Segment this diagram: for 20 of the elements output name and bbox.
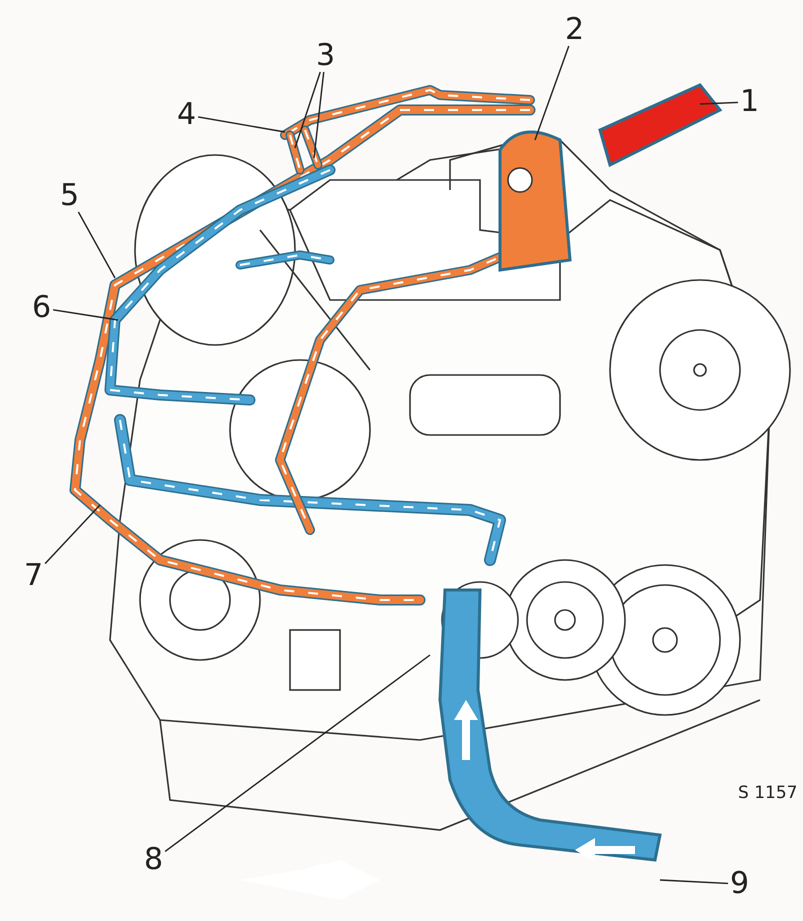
callout-number: 8 xyxy=(142,844,166,876)
leader-line xyxy=(164,654,430,852)
leader-line xyxy=(198,116,286,133)
leader-line xyxy=(534,46,570,140)
callout-number: 1 xyxy=(738,86,762,118)
callout-number: 2 xyxy=(563,14,586,46)
leader-line xyxy=(700,102,738,105)
leader-line xyxy=(294,72,321,148)
leader-line xyxy=(660,879,728,884)
callout-number: 9 xyxy=(728,868,752,900)
callout-number: 4 xyxy=(175,99,198,131)
figure-code: S 1157 xyxy=(738,783,798,803)
callout-number: 3 xyxy=(314,40,338,72)
leader-line xyxy=(52,309,118,321)
leader-line xyxy=(313,72,324,158)
leader-line xyxy=(78,212,116,278)
callout-number: 6 xyxy=(30,292,54,324)
callout-number: 7 xyxy=(22,560,46,592)
callout-number: 5 xyxy=(58,180,82,212)
leader-line xyxy=(44,504,101,564)
